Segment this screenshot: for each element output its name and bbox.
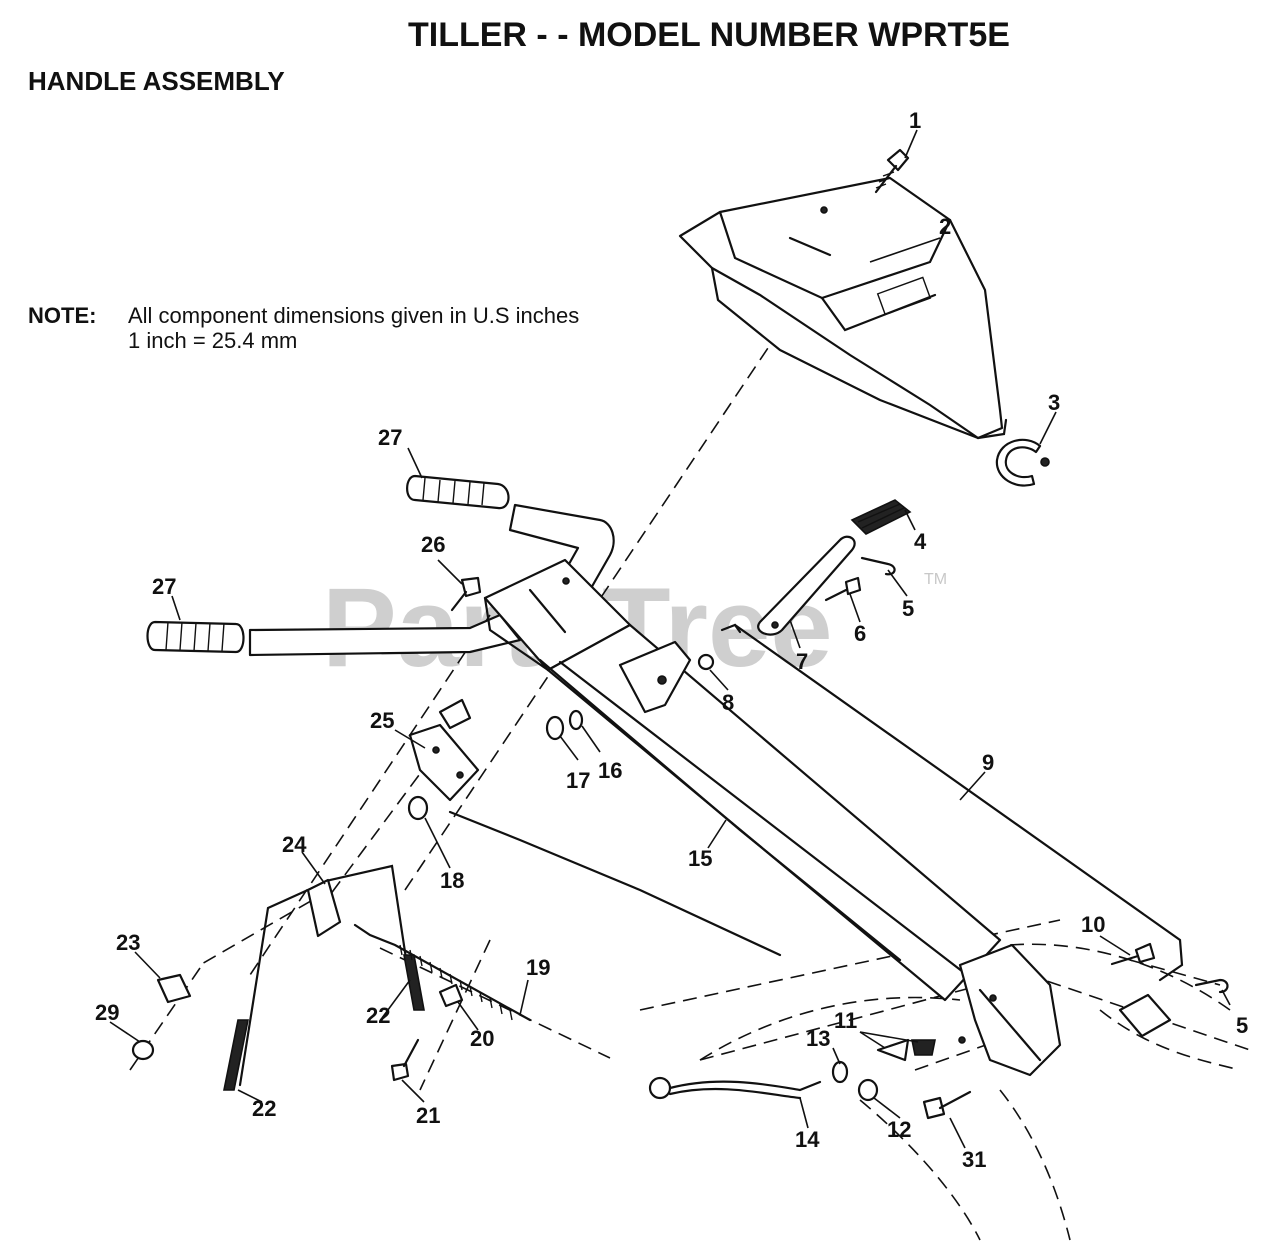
callout-6: 6 (854, 621, 866, 646)
callout-23: 23 (116, 930, 140, 955)
nut-part-12 (857, 1078, 879, 1102)
note-line-2: 1 inch = 25.4 mm (128, 328, 297, 353)
section-title: HANDLE ASSEMBLY (28, 66, 285, 96)
console-cover (678, 176, 1008, 440)
bolt-part-26 (450, 576, 482, 612)
callout-21: 21 (416, 1103, 440, 1128)
callout-12: 12 (887, 1117, 911, 1142)
cable-bracket-part-25 (408, 698, 480, 802)
handle-tube (546, 623, 1002, 1002)
hairpin-part-5-upper (860, 556, 896, 576)
callout-29: 29 (95, 1000, 119, 1025)
washer-part-16 (568, 709, 584, 731)
callout-27-lower: 27 (152, 574, 176, 599)
nut-part-17 (545, 715, 565, 741)
callout-16: 16 (598, 758, 622, 783)
watermark-tm: TM (924, 571, 947, 588)
nut-part-29 (131, 1039, 155, 1061)
handle-mount-bracket (958, 943, 1062, 1077)
callout-18: 18 (440, 868, 464, 893)
callout-labels: 1 2 3 4 5 5 6 7 8 9 10 11 12 13 14 15 16… (95, 108, 1248, 1172)
callout-27-upper: 27 (378, 425, 402, 450)
callout-25: 25 (370, 708, 394, 733)
shift-rod-part-24 (238, 864, 412, 1087)
callout-22-right: 22 (366, 1003, 390, 1028)
callout-1: 1 (909, 108, 921, 133)
bolt-part-6 (824, 576, 862, 602)
grip-part-22-left (223, 1019, 249, 1091)
callout-24: 24 (282, 832, 307, 857)
grip-part-27-upper (406, 474, 510, 510)
clip-part-23 (156, 973, 192, 1004)
callout-9: 9 (982, 750, 994, 775)
callout-4: 4 (914, 529, 927, 554)
bolt-part-31 (922, 1090, 972, 1120)
callout-7: 7 (796, 649, 808, 674)
callout-13: 13 (806, 1026, 830, 1051)
page-title: TILLER - - MODEL NUMBER WPRT5E (408, 16, 1010, 54)
control-rod-part-9 (720, 623, 1184, 982)
cam-part-11-b (911, 1039, 936, 1056)
bolt-part-21 (390, 1038, 420, 1082)
throttle-cable (448, 658, 902, 962)
note-label: NOTE: (28, 303, 96, 328)
callout-15: 15 (688, 846, 712, 871)
callout-14: 14 (795, 1127, 820, 1152)
callout-5-upper: 5 (902, 596, 914, 621)
spring-part-19 (353, 923, 532, 1022)
linkage-bracket (1118, 993, 1172, 1038)
shift-lever-part-14 (648, 1076, 822, 1100)
washer-part-13 (831, 1060, 849, 1084)
sleeve-part-4 (850, 499, 912, 535)
lever-part-7 (757, 535, 856, 636)
callout-17: 17 (566, 768, 590, 793)
grip-part-27-lower (146, 620, 245, 654)
nut-part-18 (407, 795, 429, 821)
callout-8: 8 (722, 690, 734, 715)
callout-26: 26 (421, 532, 445, 557)
assembly-guide-lines (129, 329, 1251, 1091)
note-line-1: All component dimensions given in U.S in… (128, 303, 579, 328)
callout-19: 19 (526, 955, 550, 980)
screw-part-1 (874, 148, 910, 194)
bolt-part-10 (1110, 942, 1156, 966)
leader-lines (109, 129, 1231, 1149)
handlebar-tube (248, 503, 615, 657)
cam-part-11-a (876, 1038, 910, 1062)
nut-part-8 (697, 653, 715, 671)
callout-10: 10 (1081, 912, 1105, 937)
retaining-ring-part-3 (995, 438, 1050, 487)
callout-31: 31 (962, 1147, 986, 1172)
callout-20: 20 (470, 1026, 494, 1051)
tiller-body-outline (699, 943, 1241, 1241)
clip-part-20 (438, 983, 464, 1008)
callout-5-lower: 5 (1236, 1013, 1248, 1038)
callout-22-left: 22 (252, 1096, 276, 1121)
callout-3: 3 (1048, 390, 1060, 415)
callout-2: 2 (939, 214, 951, 239)
callout-11: 11 (834, 1008, 857, 1033)
